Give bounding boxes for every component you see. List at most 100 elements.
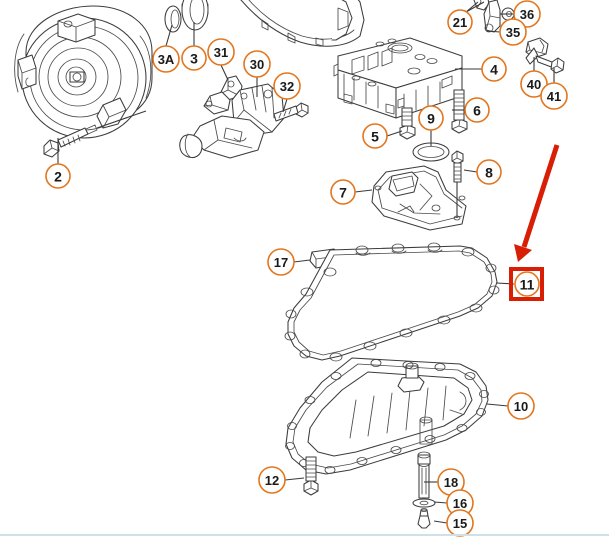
part-oil-pan	[285, 357, 489, 475]
pointer-arrow-shaft	[521, 144, 560, 248]
leader-line-12	[284, 477, 305, 481]
callout-12[interactable]: 12	[258, 466, 286, 494]
callout-11[interactable]: 11	[514, 271, 540, 297]
callout-circle-4	[481, 56, 507, 82]
callout-label-12: 12	[265, 473, 279, 488]
callout-circle-21	[447, 9, 473, 35]
highlight-group	[509, 144, 560, 301]
part-hex-bolt-32	[273, 102, 309, 122]
part-valve-body	[333, 37, 463, 119]
callout-label-6: 6	[473, 103, 481, 119]
callout-5[interactable]: 5	[362, 123, 388, 149]
callout-label-35: 35	[506, 25, 520, 40]
leader-line-5	[386, 130, 403, 137]
callout-2[interactable]: 2	[45, 163, 71, 189]
leader-line-7	[354, 189, 373, 193]
callout-4[interactable]: 4	[481, 56, 507, 82]
callout-circle-7	[330, 179, 356, 205]
callout-circle-31	[207, 38, 235, 66]
part-seal-ring	[181, 0, 209, 31]
callout-circle-3A	[152, 45, 180, 73]
callout-8[interactable]: 8	[476, 159, 502, 185]
callout-15[interactable]: 15	[446, 509, 474, 537]
callout-circle-9	[418, 105, 444, 131]
leader-line-8	[463, 169, 478, 173]
callout-label-7: 7	[339, 185, 347, 201]
callout-label-41: 41	[547, 89, 561, 104]
part-bolt-8	[451, 150, 464, 221]
callout-9[interactable]: 9	[418, 105, 444, 131]
callout-circle-40	[520, 70, 548, 98]
highlight-box	[509, 267, 544, 301]
callout-circle-17	[267, 248, 295, 276]
callout-label-21: 21	[453, 15, 467, 30]
callout-label-31: 31	[214, 45, 228, 60]
part-sensor-bracket-40	[525, 37, 555, 69]
callout-circle-12	[258, 466, 286, 494]
callout-label-17: 17	[274, 255, 288, 270]
leader-line-32	[282, 98, 288, 113]
callout-10[interactable]: 10	[507, 392, 535, 420]
callout-31[interactable]: 31	[207, 38, 235, 66]
callout-label-3A: 3A	[158, 52, 175, 67]
callout-label-4: 4	[490, 62, 498, 78]
part-retaining-clip-35	[483, 0, 501, 33]
callout-17[interactable]: 17	[267, 248, 295, 276]
part-bolt-6	[451, 89, 468, 134]
part-sensor-bolt-41	[550, 57, 565, 74]
callout-3[interactable]: 3	[181, 45, 207, 71]
part-bolt-5	[399, 107, 416, 140]
callout-circle-30	[243, 50, 271, 78]
part-overflow-tube-18	[417, 451, 431, 499]
part-torque-converter-bolt	[43, 110, 147, 158]
callout-18[interactable]: 18	[437, 468, 465, 496]
callout-label-8: 8	[485, 165, 493, 181]
callout-label-11: 11	[520, 277, 535, 293]
callout-label-40: 40	[527, 77, 541, 92]
part-oil-pan-gasket	[284, 242, 500, 362]
part-oil-pan-bolt-12	[303, 456, 319, 496]
footer-divider	[0, 534, 609, 536]
callout-circle-41	[540, 82, 568, 110]
part-transmission-housing-edge	[240, 0, 365, 47]
callout-41[interactable]: 41	[540, 82, 568, 110]
callout-35[interactable]: 35	[499, 18, 527, 46]
callout-label-36: 36	[520, 7, 534, 22]
leader-line-3A	[165, 24, 173, 47]
leader-line-16	[433, 501, 448, 504]
callout-21[interactable]: 21	[447, 9, 473, 35]
callout-circle-3	[181, 45, 207, 71]
callout-circle-35	[499, 18, 527, 46]
callout-7[interactable]: 7	[330, 179, 356, 205]
part-torque-converter	[14, 5, 153, 139]
leader-line-10	[486, 403, 509, 407]
leader-line-35	[486, 30, 501, 33]
pointer-arrow-head	[514, 244, 532, 262]
callout-32[interactable]: 32	[273, 72, 301, 100]
callout-label-16: 16	[453, 496, 467, 511]
callout-label-32: 32	[280, 79, 294, 94]
callout-6[interactable]: 6	[464, 97, 490, 123]
callout-16[interactable]: 16	[446, 489, 474, 517]
part-sealing-washer-16	[412, 498, 436, 508]
callout-label-18: 18	[444, 475, 458, 490]
part-oil-filter-strainer	[371, 165, 467, 231]
leader-line-31	[220, 64, 229, 81]
callout-circle-10	[507, 392, 535, 420]
callout-label-15: 15	[453, 516, 467, 531]
part-solenoid-valve-assembly	[179, 75, 285, 159]
callout-circle-15	[446, 509, 474, 537]
leader-line-21	[465, 1, 485, 13]
part-drain-plug-15	[417, 508, 431, 529]
callout-label-2: 2	[54, 169, 62, 185]
callout-3A[interactable]: 3A	[152, 45, 180, 73]
leader-line-15	[433, 520, 448, 524]
leader-line-17	[293, 259, 311, 263]
callout-label-3: 3	[190, 51, 198, 67]
callout-circle-6	[464, 97, 490, 123]
callout-40[interactable]: 40	[520, 70, 548, 98]
callout-30[interactable]: 30	[243, 50, 271, 78]
callout-label-9: 9	[427, 111, 435, 127]
